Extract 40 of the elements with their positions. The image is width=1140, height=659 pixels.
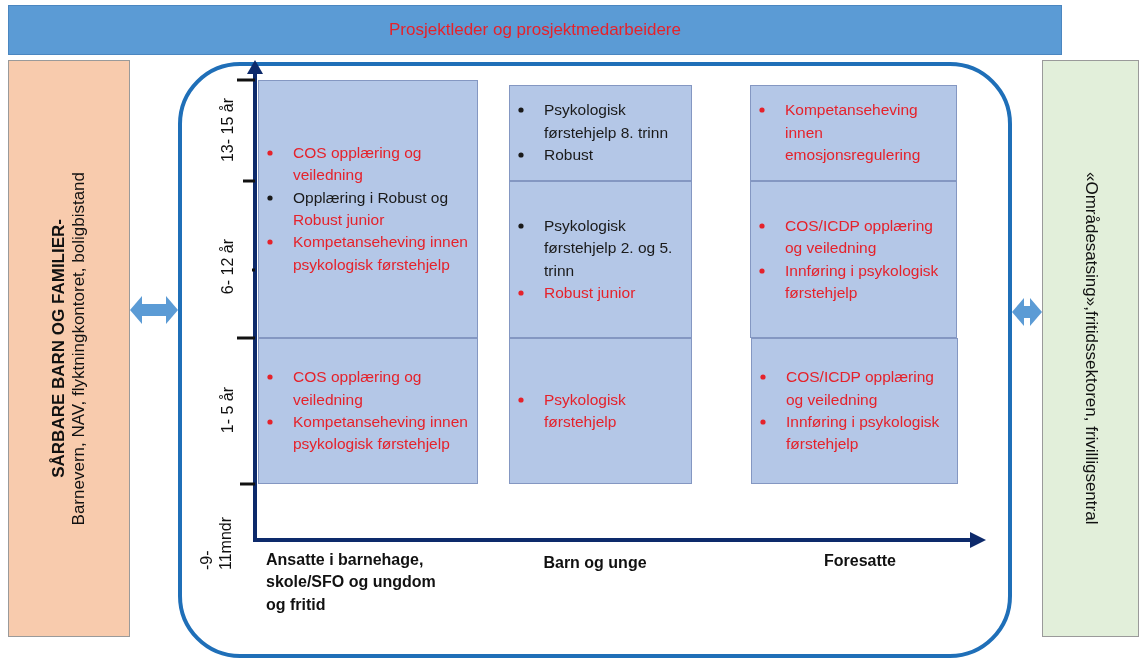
bullet-item: Kompetanseheving innen psykologisk førstehjelp [293, 412, 469, 455]
age-label: 13- 15 år [217, 97, 237, 162]
partner-panel [1042, 60, 1139, 637]
header-title: Prosjektleder og prosjektmedarbeidere [389, 20, 681, 40]
measure-cell [751, 338, 958, 484]
double-arrow [1012, 298, 1042, 326]
header-bar [8, 5, 1062, 55]
panel-text: Barnevern, NAV, flyktningkontoret, boligbistand [69, 171, 89, 526]
bullet-item: Opplæring i Robust og Robust junior [293, 187, 450, 230]
partner-panel [8, 60, 130, 637]
program-frame [178, 62, 1012, 658]
age-label: 1- 5 år [217, 386, 237, 434]
bullet-item: Innføring i psykologisk førstehjelp [785, 260, 940, 303]
bullet-item: Psykologisk førstehjelp [544, 389, 627, 432]
bullet-item: Psykologisk førstehjelp 8. trinn [544, 100, 670, 143]
bullet-item: COS opplæring og veiledning [293, 142, 423, 186]
bullet-item: Kompetanseheving innen psykologisk førstehjelp [293, 232, 469, 275]
measure-cell [509, 181, 692, 338]
measure-cell [509, 338, 692, 484]
bullet-item: Kompetanseheving innen emosjonsregulering [785, 100, 922, 166]
measure-cell [509, 85, 692, 181]
bullet-item: COS/ICDP opplæring og veiledning [785, 215, 934, 259]
bullet-item: Robust [544, 145, 594, 166]
age-label: 6- 12 år [217, 239, 237, 295]
column-label: Foresatte [824, 551, 896, 571]
bullet-item: Robust junior [544, 282, 636, 303]
measure-cell [750, 85, 957, 181]
age-label: -9- 11mndr [196, 515, 235, 570]
double-arrow [130, 296, 178, 324]
column-label: Barn og unge [543, 553, 647, 573]
bullet-item: Innføring i psykologisk førstehjelp [786, 412, 941, 455]
measure-cell [258, 80, 478, 338]
panel-text: «Områdesatsing»,fritidssektoren, frivilligsentral [1080, 172, 1101, 525]
measure-cell [750, 181, 957, 338]
panel-heading: SÅRBARE BARN OG FAMILIER- [49, 219, 69, 478]
bullet-item: COS/ICDP opplæring og veiledning [786, 367, 935, 410]
measure-cell [258, 338, 478, 484]
column-label: Ansatte i barnehage, skole/SFO og ungdom og fritid [266, 550, 436, 615]
bullet-item: COS opplæring og veiledning [293, 367, 423, 410]
bullet-item: Psykologisk førstehjelp 2. og 5. trinn [544, 215, 674, 281]
